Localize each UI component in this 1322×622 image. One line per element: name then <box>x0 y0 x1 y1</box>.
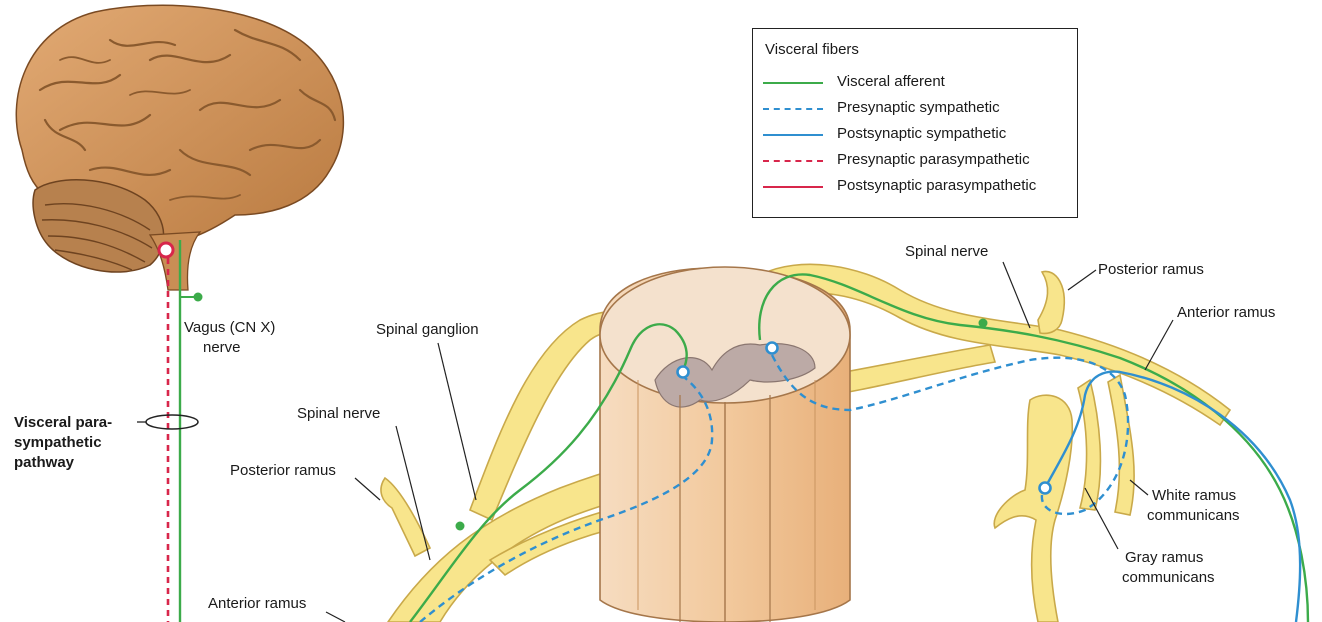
legend-swatch <box>763 82 823 84</box>
label-posterior-ramus-left: Posterior ramus <box>230 461 336 480</box>
legend: Visceral fibers Visceral afferent Presyn… <box>752 28 1078 218</box>
label-white-ramus-line1: White ramus <box>1152 486 1236 505</box>
legend-swatch <box>763 134 823 136</box>
label-pathway-line3: pathway <box>14 453 74 472</box>
label-anterior-ramus-left: Anterior ramus <box>208 594 306 613</box>
spinal-cord <box>600 267 850 622</box>
label-gray-ramus-line1: Gray ramus <box>1125 548 1203 567</box>
legend-item-visceral-afferent: Visceral afferent <box>763 73 1073 93</box>
label-vagus-line1: Vagus (CN X) <box>184 318 275 337</box>
legend-swatch <box>763 160 823 162</box>
label-spinal-nerve-right: Spinal nerve <box>905 242 988 261</box>
legend-item-presynaptic-parasympathetic: Presynaptic parasympathetic <box>763 151 1073 171</box>
label-spinal-ganglion: Spinal ganglion <box>376 320 479 339</box>
legend-title: Visceral fibers <box>765 41 859 58</box>
legend-item-postsynaptic-sympathetic: Postsynaptic sympathetic <box>763 125 1073 145</box>
label-posterior-ramus-right: Posterior ramus <box>1098 260 1204 279</box>
label-vagus-line2: nerve <box>203 338 241 357</box>
label-pathway-line1: Visceral para- <box>14 413 112 432</box>
label-white-ramus-line2: communicans <box>1147 506 1240 525</box>
label-spinal-nerve-left: Spinal nerve <box>297 404 380 423</box>
vagus-pathway <box>137 240 203 622</box>
legend-item-postsynaptic-parasympathetic: Postsynaptic parasympathetic <box>763 177 1073 197</box>
label-pathway-line2: sympathetic <box>14 433 102 452</box>
label-anterior-ramus-right: Anterior ramus <box>1177 303 1275 322</box>
legend-item-presynaptic-sympathetic: Presynaptic sympathetic <box>763 99 1073 119</box>
label-gray-ramus-line2: communicans <box>1122 568 1215 587</box>
legend-swatch <box>763 108 823 110</box>
legend-swatch <box>763 186 823 188</box>
